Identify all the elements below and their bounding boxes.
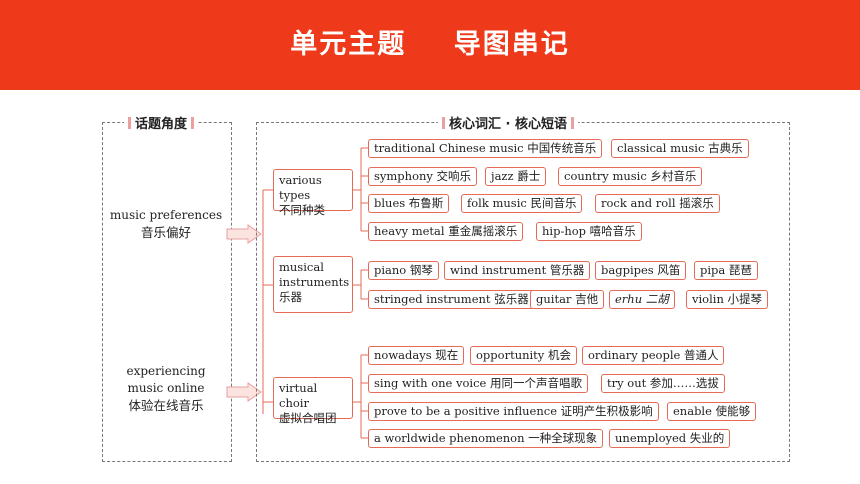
right-panel-header-text: 核心词汇 · 核心短语 <box>449 117 567 132</box>
vocab-chip: classical music 古典乐 <box>611 139 749 158</box>
vocab-chip: try out 参加……选拔 <box>601 374 725 393</box>
vocab-chip: rock and roll 摇滚乐 <box>595 194 720 213</box>
vocab-chip: heavy metal 重金属摇滚乐 <box>368 222 524 241</box>
category-zh: 乐器 <box>279 290 302 304</box>
header-mark-icon <box>442 116 445 129</box>
header-mark-icon <box>191 116 195 129</box>
category-en-line2: instruments <box>279 275 350 289</box>
vocab-chip: piano 钢琴 <box>368 261 439 280</box>
topic-experiencing-music-online: experiencing music online 体验在线音乐 <box>106 363 226 414</box>
vocab-chip: traditional Chinese music 中国传统音乐 <box>368 139 603 158</box>
category-musical-instruments: musical instruments 乐器 <box>273 256 353 313</box>
vocab-chip: wind instrument 管乐器 <box>444 261 591 280</box>
vocab-chip: erhu 二胡 <box>609 290 675 309</box>
vocab-chip: pipa 琵琶 <box>694 261 758 280</box>
vocab-chip: folk music 民间音乐 <box>461 194 583 213</box>
vocab-chip: symphony 交响乐 <box>368 167 478 186</box>
title-banner: 单元主题 导图串记 <box>0 0 860 90</box>
vocab-chip: opportunity 机会 <box>470 346 577 365</box>
vocab-chip: violin 小提琴 <box>686 290 769 309</box>
vocab-chip: nowadays 现在 <box>368 346 465 365</box>
right-panel-header: 核心词汇 · 核心短语 <box>438 113 578 132</box>
vocab-chip: bagpipes 风笛 <box>595 261 687 280</box>
category-zh: 虚拟合唱团 <box>279 411 337 425</box>
vocab-chip: ordinary people 普通人 <box>582 346 725 365</box>
vocab-chip: country music 乡村音乐 <box>558 167 703 186</box>
topic-en-line2: music online <box>127 381 205 395</box>
category-zh: 不同种类 <box>279 203 325 217</box>
topic-zh: 音乐偏好 <box>140 225 191 240</box>
arrow-right-icon <box>226 382 262 402</box>
header-mark-icon <box>128 116 131 129</box>
vocab-chip: hip-hop 嘻哈音乐 <box>536 222 642 241</box>
header-mark-icon <box>571 116 574 129</box>
category-various-types: various types 不同种类 <box>273 169 353 217</box>
left-panel-header: 话题角度 <box>124 113 199 132</box>
vocab-chip: enable 使能够 <box>667 402 757 421</box>
vocab-chip: stringed instrument 弦乐器 <box>368 290 535 309</box>
banner-title-unit-theme: 单元主题 <box>290 29 407 60</box>
left-panel-header-text: 话题角度 <box>135 117 188 132</box>
vocab-chip: guitar 吉他 <box>530 290 605 309</box>
vocab-chip: unemployed 失业的 <box>609 429 731 448</box>
vocab-chip: a worldwide phenomenon 一种全球现象 <box>368 429 604 448</box>
topic-zh: 体验在线音乐 <box>128 398 204 413</box>
category-en: virtual choir <box>279 381 318 410</box>
banner-title: 单元主题 导图串记 <box>0 22 860 61</box>
category-virtual-choir: virtual choir 虚拟合唱团 <box>273 377 353 425</box>
category-en: various types <box>279 173 322 202</box>
banner-title-mindmap: 导图串记 <box>453 29 570 60</box>
vocab-chip: sing with one voice 用同一个声音唱歌 <box>368 374 588 393</box>
topic-en-line1: experiencing <box>126 364 206 378</box>
category-en-line1: musical <box>279 260 324 274</box>
topic-music-preferences: music preferences 音乐偏好 <box>106 207 226 241</box>
vocab-chip: prove to be a positive influence 证明产生积极影… <box>368 402 659 421</box>
topic-en: music preferences <box>109 208 223 222</box>
vocab-chip: blues 布鲁斯 <box>368 194 450 213</box>
vocab-chip: jazz 爵士 <box>485 167 547 186</box>
arrow-right-icon <box>226 224 262 244</box>
